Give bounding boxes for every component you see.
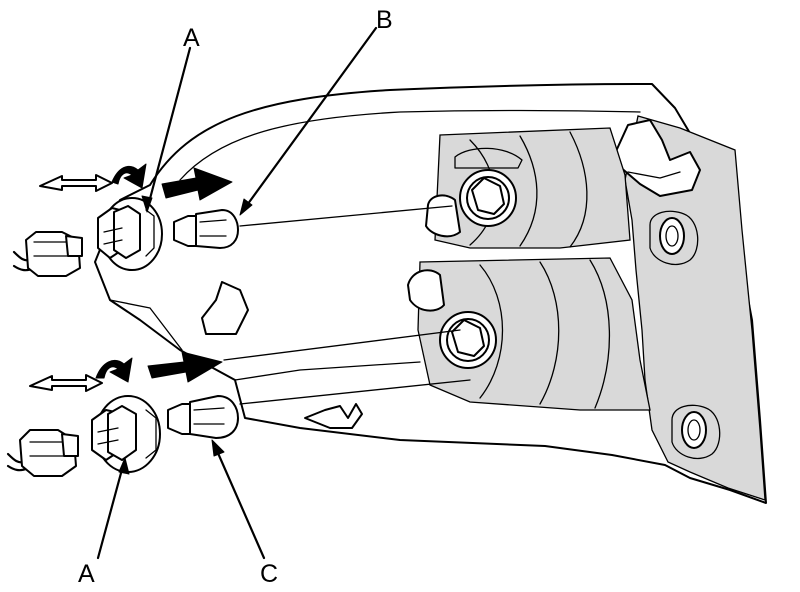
wire-connector-lower <box>6 429 79 477</box>
lens-tab-lower <box>304 403 363 429</box>
svg-text:C: C <box>260 560 278 588</box>
lamp-housing <box>94 83 767 504</box>
mounting-stud-upper <box>649 210 699 265</box>
callout-a-top: A <box>141 24 200 213</box>
callout-a-bottom: A <box>78 457 130 588</box>
twist-arrow-lower <box>95 357 133 383</box>
svg-text:A: A <box>183 24 200 52</box>
wire-connector-upper <box>12 231 83 277</box>
wedge-bulb-c <box>167 395 239 439</box>
callout-b: B <box>239 6 393 216</box>
twist-arrow-upper <box>111 163 147 189</box>
install-arrow-lower <box>147 351 223 383</box>
alignment-line-lower-2 <box>239 379 471 405</box>
svg-text:B: B <box>376 6 393 34</box>
upper-socket-bay <box>425 127 631 249</box>
bulb-socket-lower <box>91 395 161 473</box>
wedge-bulb-b <box>173 209 239 249</box>
install-arrow-upper <box>161 167 233 201</box>
lower-socket-bay <box>407 257 651 411</box>
alignment-line-lower <box>223 329 461 361</box>
removal-direction-arrow-lower <box>29 374 103 392</box>
svg-text:A: A <box>78 560 95 588</box>
alignment-line-upper <box>239 205 453 227</box>
bulb-socket-upper <box>97 197 163 271</box>
callout-c: C <box>211 439 278 588</box>
lens-tab-upper <box>201 281 249 335</box>
mounting-stud-lower <box>671 404 721 459</box>
removal-direction-arrow-upper <box>39 174 113 192</box>
